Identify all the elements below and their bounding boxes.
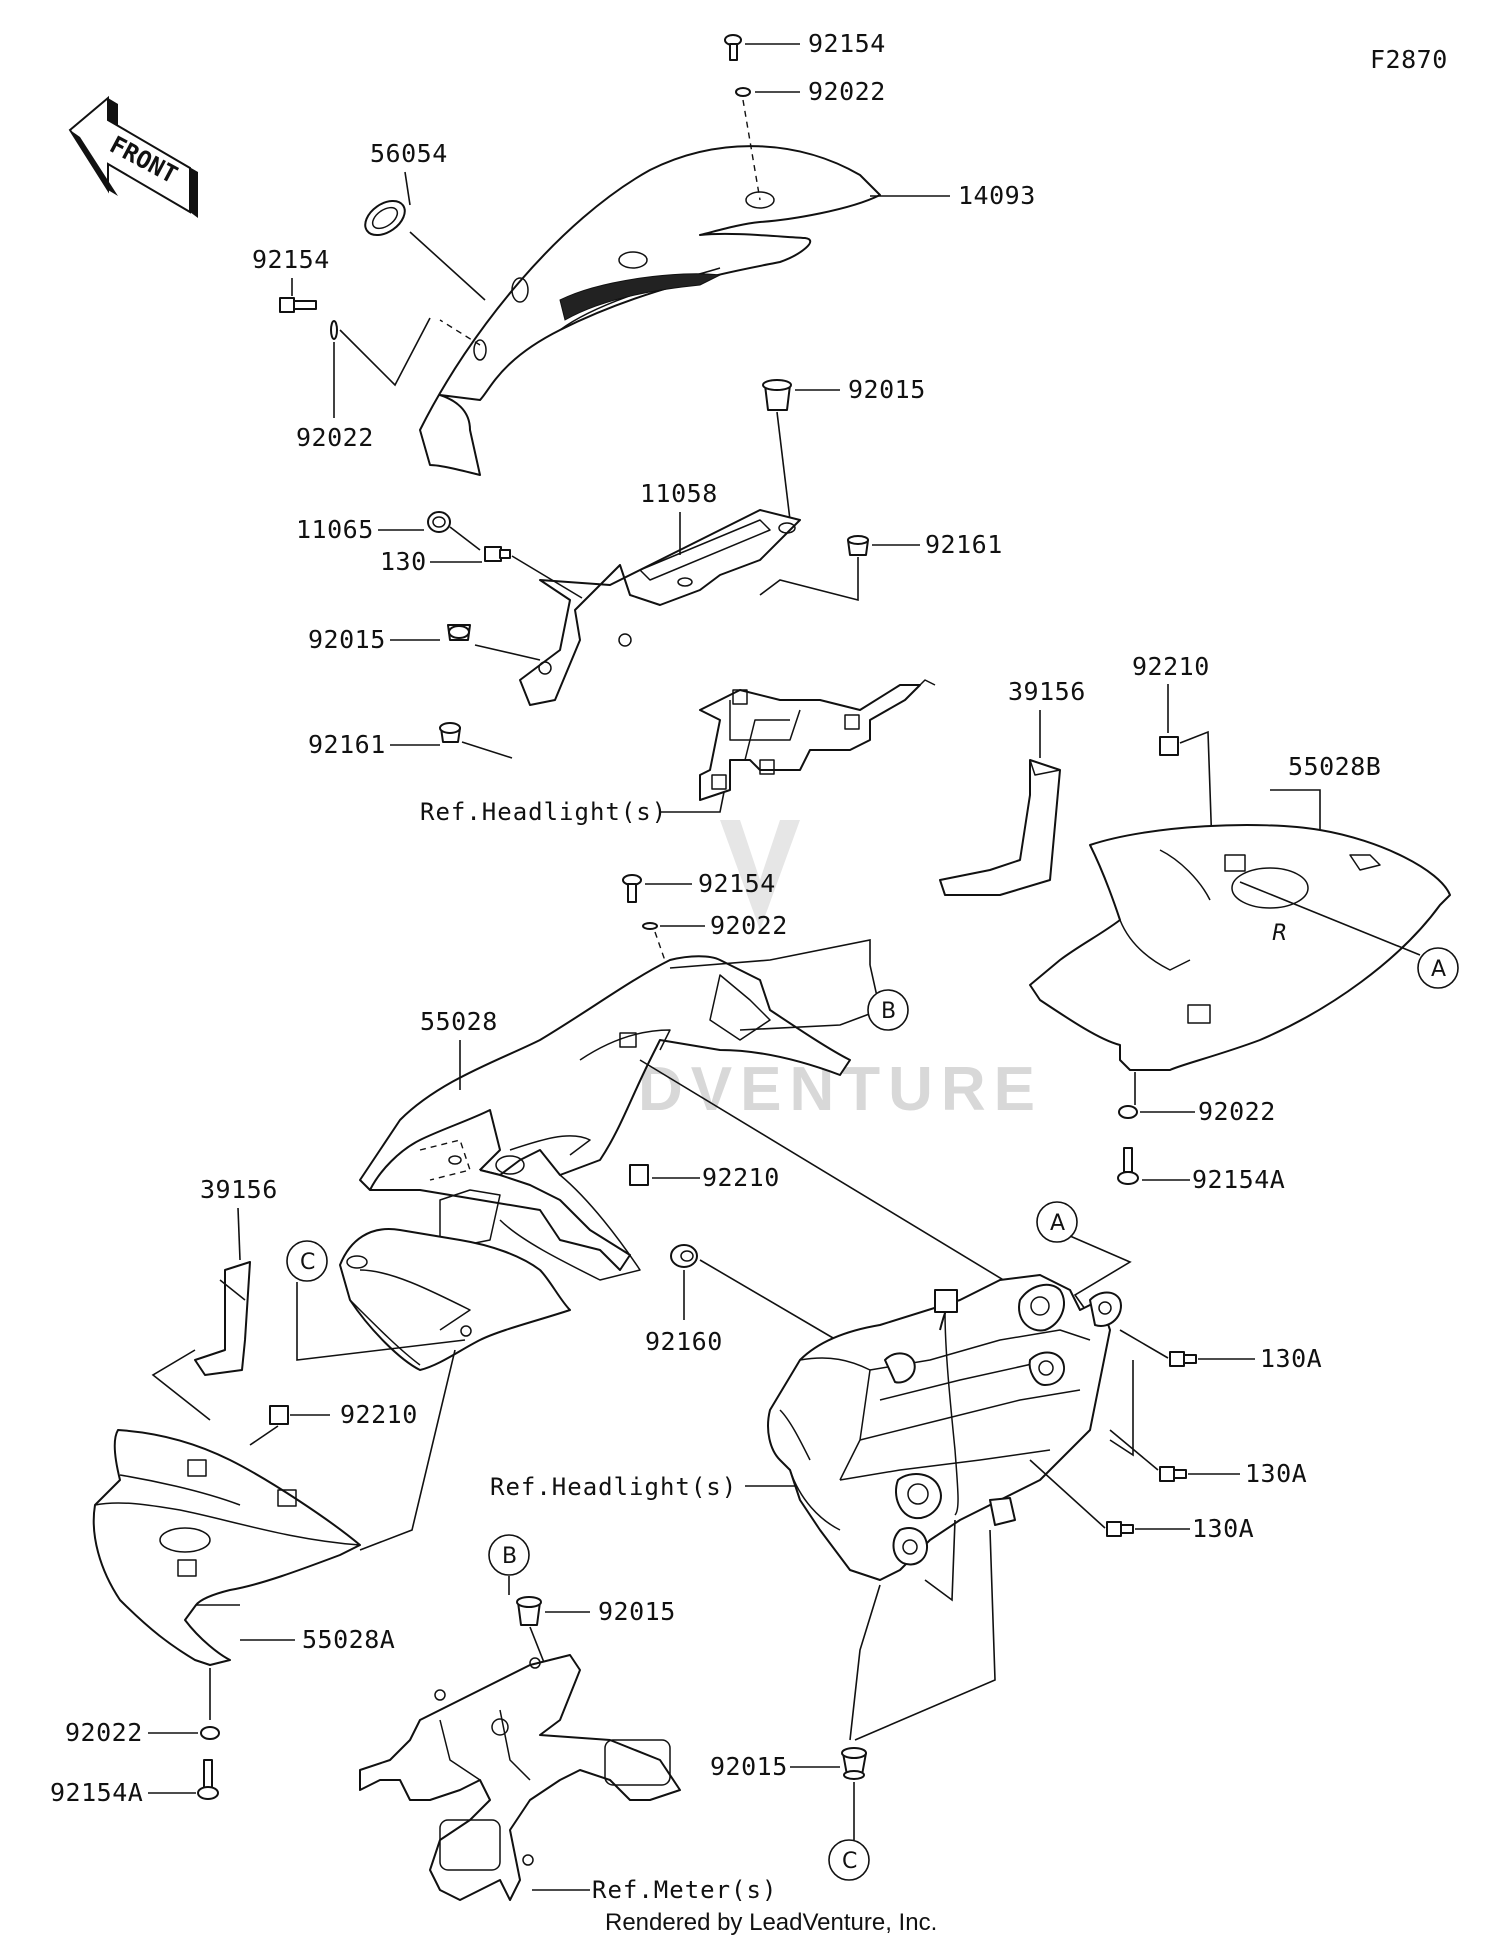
label-130: 130 [380,547,427,576]
label-92210-center: 92210 [702,1163,780,1192]
clip-92210-center-icon [629,1164,649,1186]
label-92160: 92160 [645,1327,723,1356]
callout-b-center: B [867,989,909,1031]
callout-b-bottom: B [488,1534,530,1576]
label-11065: 11065 [296,515,374,544]
washer-92022-right-icon [1118,1105,1138,1119]
label-92022-left-bottom: 92022 [65,1718,143,1747]
bolt-130-icon [484,546,511,562]
callout-a-headlight: A [1036,1201,1078,1243]
emblem-part [364,199,406,237]
washer-92022-center-icon [642,922,658,930]
label-55028A: 55028A [302,1625,395,1654]
label-92154-left: 92154 [252,245,330,274]
label-130A-1: 130A [1260,1344,1322,1373]
upper-cowl-part [419,145,881,476]
clip-92210-left-icon [269,1405,289,1425]
ref-meter: Ref.Meter(s) [592,1876,777,1904]
label-92022-left: 92022 [296,423,374,452]
label-11058: 11058 [640,479,718,508]
stay-39156-left-part [194,1261,251,1376]
bracket-11058-part [519,509,801,706]
side-cowl-55028B-part: R [1029,824,1451,1071]
bolt-130A-1-icon [1169,1351,1197,1367]
screw-92154-center-icon [622,874,642,903]
label-92210-right: 92210 [1132,652,1210,681]
grommet-92015-b-icon [516,1596,542,1626]
clip-92210-right-icon [1159,736,1179,756]
label-14093: 14093 [958,181,1036,210]
callout-c-bottom: C [828,1839,870,1881]
grommet-92015-bottom-icon [841,1747,867,1780]
svg-text:A: A [1431,957,1446,982]
r-mark: R [1272,921,1287,946]
inner-cowl-lower-part [339,1228,571,1371]
bolt-130A-2-icon [1159,1466,1187,1482]
label-92015-b: 92015 [598,1597,676,1626]
bushing-92161-left-icon [439,722,461,743]
label-92161-right: 92161 [925,530,1003,559]
label-92022-top: 92022 [808,77,886,106]
label-92210-left: 92210 [340,1400,418,1429]
callout-c-left: C [286,1240,328,1282]
grommet-92015-mid-icon [447,624,471,641]
grommet-11065-icon [427,511,451,533]
label-92022-right: 92022 [1198,1097,1276,1126]
svg-text:C: C [842,1849,857,1874]
label-92154-top: 92154 [808,29,886,58]
svg-text:B: B [881,999,896,1024]
washer-92022-top-icon [735,87,751,97]
grommet-92015-top-icon [762,379,792,411]
screw-92154-left-icon [279,297,317,313]
label-39156-right: 39156 [1008,677,1086,706]
screw-92154A-right-icon [1117,1147,1139,1185]
label-92022-center: 92022 [710,911,788,940]
label-130A-2: 130A [1245,1459,1307,1488]
label-92161-left: 92161 [308,730,386,759]
label-55028: 55028 [420,1007,498,1036]
label-92154A-right: 92154A [1192,1165,1285,1194]
screw-92154A-left-icon [197,1759,219,1800]
meter-bracket-part [359,1654,681,1901]
label-92015-top: 92015 [848,375,926,404]
bushing-92161-right-icon [847,535,869,556]
callout-a-right: A [1417,947,1459,989]
label-92154-center: 92154 [698,869,776,898]
label-55028B: 55028B [1288,752,1381,781]
label-92015-mid: 92015 [308,625,386,654]
front-arrow-icon: FRONT [68,95,198,218]
stay-39156-right-part [939,759,1061,896]
label-56054: 56054 [370,139,448,168]
washer-92022-left-bottom-icon [200,1726,220,1740]
screw-92154-top-icon [724,34,742,61]
ref-headlight-bottom: Ref.Headlight(s) [490,1473,737,1501]
washer-92022-left-icon [330,320,338,340]
svg-text:C: C [300,1250,315,1275]
label-92154A-left: 92154A [50,1778,143,1807]
label-92015-bottom: 92015 [710,1752,788,1781]
headlight-unit-part [767,1274,1122,1581]
ref-headlight-top: Ref.Headlight(s) [420,798,667,826]
footer-credit: Rendered by LeadVenture, Inc. [605,1909,937,1936]
side-cowl-55028A-part [92,1429,361,1666]
svg-text:B: B [502,1544,517,1569]
bolt-130A-3-icon [1106,1521,1134,1537]
label-39156-left: 39156 [200,1175,278,1204]
grommet-92160-icon [670,1244,698,1268]
headlight-bracket-part [699,679,936,801]
inner-cowl-55028-part [359,955,851,1281]
diagram-code: F2870 [1370,45,1448,74]
svg-text:A: A [1050,1211,1065,1236]
label-130A-3: 130A [1192,1514,1254,1543]
